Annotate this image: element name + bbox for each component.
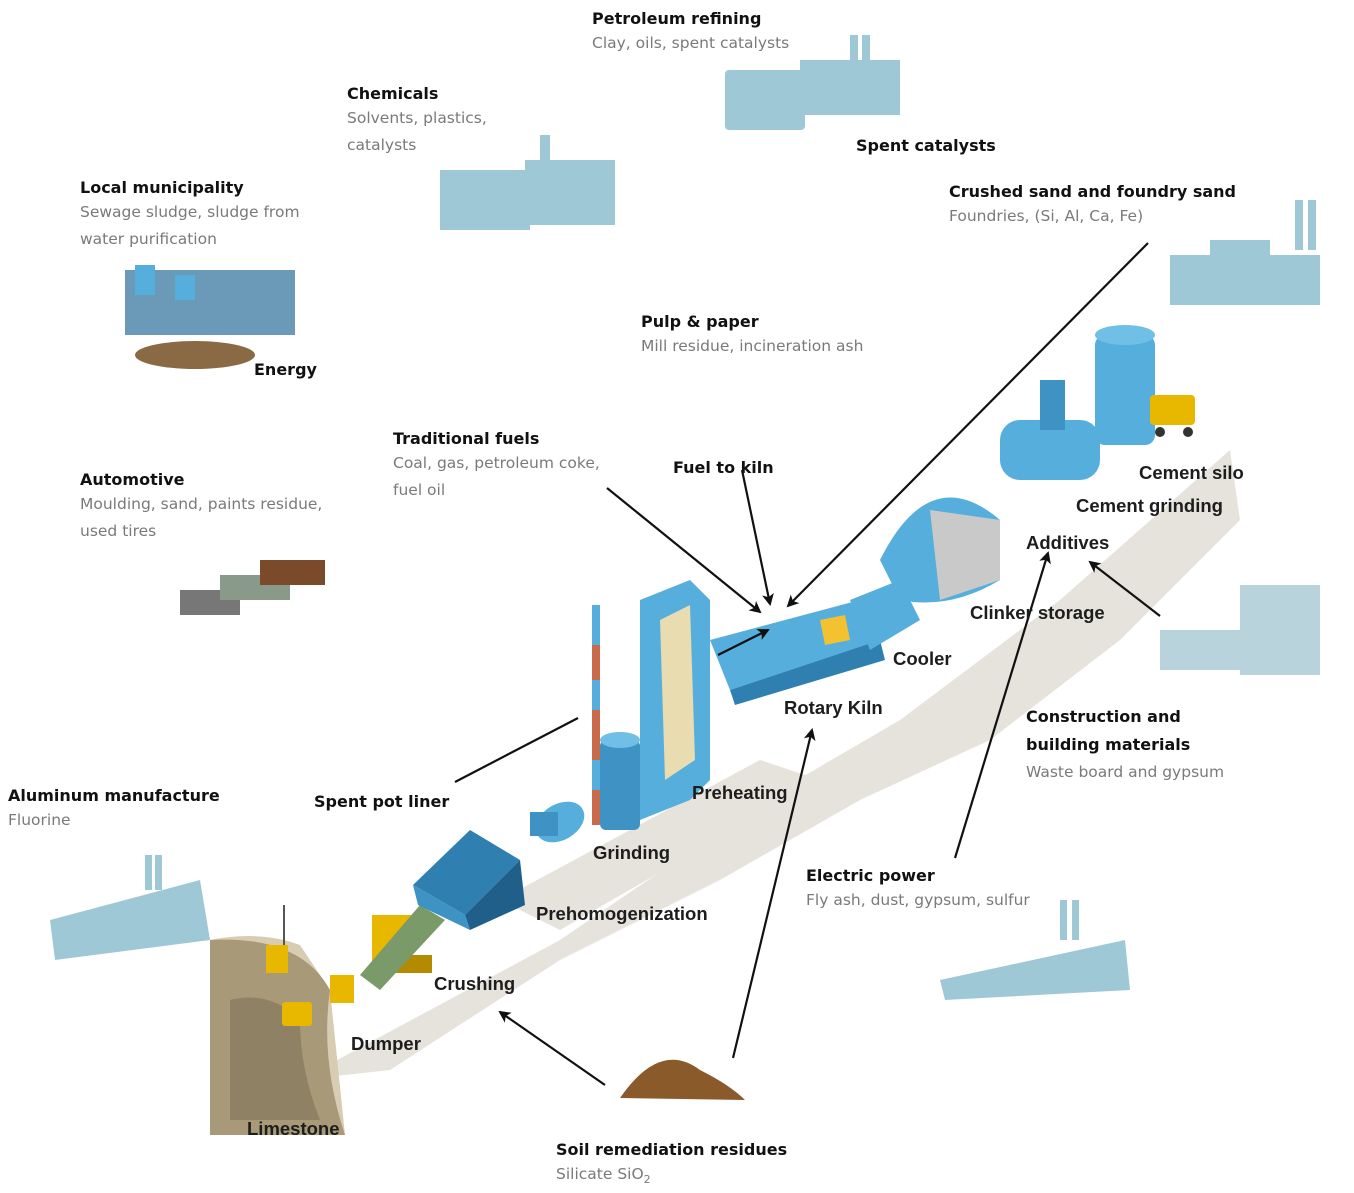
municipality-desc: Sewage sludge, sludge from water purific… <box>80 203 300 248</box>
factory-aluminum <box>50 855 210 960</box>
arrow-electric-power <box>953 551 1051 859</box>
aluminum-title: Aluminum manufacture <box>8 786 220 805</box>
traditional-fuels-title: Traditional fuels <box>393 429 540 448</box>
clinker-storage-dome <box>880 497 1000 603</box>
pulp-desc: Mill residue, incineration ash <box>641 337 864 355</box>
chemicals-label: Chemicals Solvents, plastics, catalysts <box>347 83 487 159</box>
municipality-label: Local municipality Sewage sludge, sludge… <box>80 177 300 253</box>
petroleum-title: Petroleum refining <box>592 9 762 28</box>
construction-label: Construction and building materials Wast… <box>1026 703 1224 786</box>
arrow-spent-pot-liner <box>454 717 579 783</box>
automotive-desc: Moulding, sand, paints residue, used tir… <box>80 495 323 540</box>
spent-catalysts-label: Spent catalysts <box>856 136 996 155</box>
limestone-quarry <box>210 936 345 1135</box>
arrow-preheater-kiln <box>717 629 770 656</box>
factory-construction <box>1160 585 1320 675</box>
soil-desc-main: Silicate SiO <box>556 1165 644 1183</box>
cement-grinding <box>1000 380 1100 480</box>
electric-power-label: Electric power Fly ash, dust, gypsum, su… <box>806 865 1030 914</box>
construction-title: Construction and building materials <box>1026 707 1191 754</box>
soil-desc: Silicate SiO2 <box>556 1161 787 1193</box>
arrow-soil-crushing <box>498 1010 606 1086</box>
factory-chemicals <box>440 135 615 230</box>
chemicals-desc: Solvents, plastics, catalysts <box>347 109 487 154</box>
preheater-tower <box>592 580 710 830</box>
cooler-label: Cooler <box>893 648 952 669</box>
pulp-label: Pulp & paper Mill residue, incineration … <box>641 311 863 360</box>
arrow-foundry <box>786 242 1149 608</box>
energy-label: Energy <box>254 360 317 379</box>
ground-shadow <box>300 450 1240 1080</box>
cement-truck <box>1150 395 1195 437</box>
fuel-to-kiln-label: Fuel to kiln <box>673 458 774 477</box>
soil-title: Soil remediation residues <box>556 1140 788 1159</box>
city-buildings <box>125 265 295 369</box>
prehomogenization-label: Prehomogenization <box>536 903 708 924</box>
factory-foundry <box>1170 200 1320 305</box>
petroleum-desc: Clay, oils, spent catalysts <box>592 34 790 52</box>
mining-machinery <box>266 905 445 1026</box>
construction-desc: Waste board and gypsum <box>1026 763 1225 781</box>
arrows <box>454 242 1161 1086</box>
petroleum-label: Petroleum refining Clay, oils, spent cat… <box>592 8 789 57</box>
pulp-title: Pulp & paper <box>641 312 759 331</box>
clinker-storage-label: Clinker storage <box>970 602 1105 623</box>
cement-grinding-label: Cement grinding <box>1076 495 1223 516</box>
electric-power-desc: Fly ash, dust, gypsum, sulfur <box>806 891 1030 909</box>
rotary-kiln <box>710 600 885 705</box>
soil-label: Soil remediation residues Silicate SiO2 <box>556 1139 787 1193</box>
arrow-fuel-to-kiln <box>740 469 774 606</box>
factory-petroleum <box>725 35 900 130</box>
foundry-title: Crushed sand and foundry sand <box>949 182 1236 201</box>
automotive-title: Automotive <box>80 470 185 489</box>
arrow-construction <box>1088 560 1161 617</box>
trucks <box>180 560 325 615</box>
cement-silo <box>1095 325 1155 445</box>
dumper-label: Dumper <box>351 1033 421 1054</box>
electric-power-title: Electric power <box>806 866 935 885</box>
additives-label: Additives <box>1026 532 1110 553</box>
soil-desc-sub: 2 <box>643 1173 651 1187</box>
prehomogenization-shed <box>413 830 525 930</box>
traditional-fuels-label: Traditional fuels Coal, gas, petroleum c… <box>393 428 600 504</box>
arrow-traditional-fuels <box>606 487 762 614</box>
aluminum-label: Aluminum manufacture Fluorine <box>8 785 220 834</box>
preheating-label: Preheating <box>692 782 788 803</box>
cement-silo-label: Cement silo <box>1139 462 1244 483</box>
automotive-label: Automotive Moulding, sand, paints residu… <box>80 469 322 545</box>
factory-electric-power <box>940 900 1130 1000</box>
traditional-fuels-desc: Coal, gas, petroleum coke, fuel oil <box>393 454 600 499</box>
chemicals-title: Chemicals <box>347 84 439 103</box>
spent-pot-liner-label: Spent pot liner <box>314 792 450 811</box>
limestone-label: Limestone <box>247 1118 340 1139</box>
grinding-label: Grinding <box>593 842 671 863</box>
rotary-kiln-label: Rotary Kiln <box>784 697 883 718</box>
arrow-soil-kiln <box>731 728 816 1059</box>
aluminum-desc: Fluorine <box>8 811 71 829</box>
grinding-mill <box>530 801 585 843</box>
foundry-label: Crushed sand and foundry sand Foundries,… <box>949 181 1236 230</box>
municipality-title: Local municipality <box>80 178 244 197</box>
foundry-desc: Foundries, (Si, Al, Ca, Fe) <box>949 207 1144 225</box>
crushing-label: Crushing <box>434 973 516 994</box>
soil-pile <box>620 1059 745 1100</box>
